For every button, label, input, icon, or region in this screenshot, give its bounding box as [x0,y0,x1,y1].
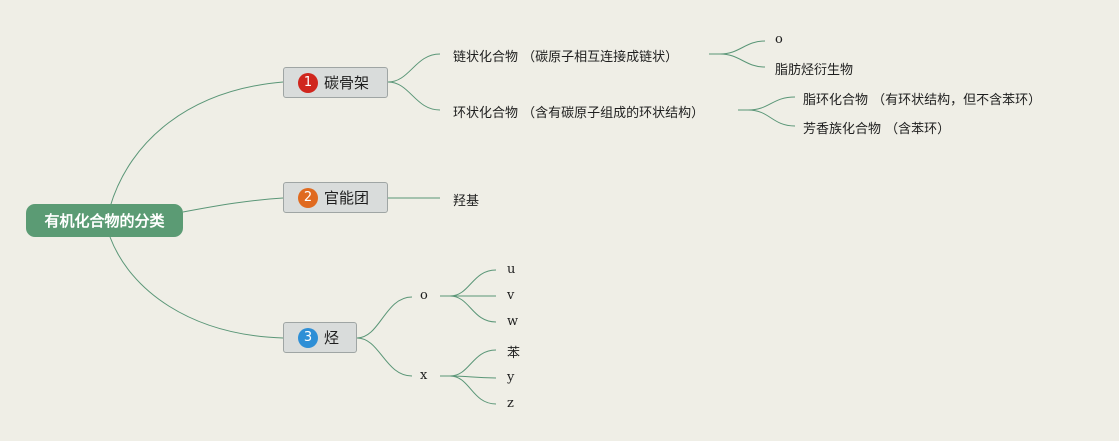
node-benzene[interactable]: 苯 [507,346,521,361]
node-aromatic-compounds[interactable]: 芳香族化合物 （含苯环） [803,122,951,137]
number-badge-1: 1 [298,72,318,93]
connector-ring-aromatic [747,109,796,127]
branch-label: 碳骨架 [324,74,370,92]
connector-root-to-branch1 [109,81,284,208]
node-aliphatic-derivatives[interactable]: 脂肪烃衍生物 [775,63,854,78]
connector-root-to-branch3 [109,236,284,339]
connector-x-benzene [449,349,497,377]
node-hydrocarbon-x[interactable]: x [420,368,428,383]
connector-b3-o [356,296,413,339]
node-alicyclic-compounds[interactable]: 脂环化合物 （有环状结构，但不含苯环） [803,93,1042,108]
node-y[interactable]: y [507,370,515,385]
branch-carbon-skeleton[interactable]: 1 碳骨架 [283,67,388,98]
connector-chain-aliphatic [719,53,766,68]
connector-x-z [449,375,497,405]
root-label: 有机化合物的分类 [44,212,165,230]
node-hydroxyl[interactable]: 羟基 [453,194,480,209]
connector-chain-o [719,40,766,55]
node-z[interactable]: z [507,396,514,411]
root-node[interactable]: 有机化合物的分类 [26,204,183,237]
connector-b3-x [356,337,413,377]
node-ring-compounds[interactable]: 环状化合物 （含有碳原子组成的环状结构） [453,106,705,121]
branch-label: 官能团 [324,189,370,207]
node-w[interactable]: w [507,314,519,329]
number-badge-3: 3 [298,327,318,348]
branch-label: 烃 [324,329,340,347]
branch-functional-group[interactable]: 2 官能团 [283,182,388,213]
connector-ring-alicyclic [747,96,796,111]
node-u[interactable]: u [507,262,516,277]
node-v[interactable]: v [507,288,515,303]
connector-o-u [449,269,497,297]
connector-b1-ring [387,81,441,111]
connector-o-w [449,295,497,323]
connector-b1-chain [387,53,441,83]
node-chain-compounds[interactable]: 链状化合物 （碳原子相互连接成链状） [453,50,679,65]
branch-hydrocarbon[interactable]: 3 烃 [283,322,357,353]
connector-root-to-branch2 [182,197,284,213]
number-badge-2: 2 [298,187,318,208]
node-chain-o[interactable]: o [775,32,783,47]
node-hydrocarbon-o[interactable]: o [420,288,428,303]
